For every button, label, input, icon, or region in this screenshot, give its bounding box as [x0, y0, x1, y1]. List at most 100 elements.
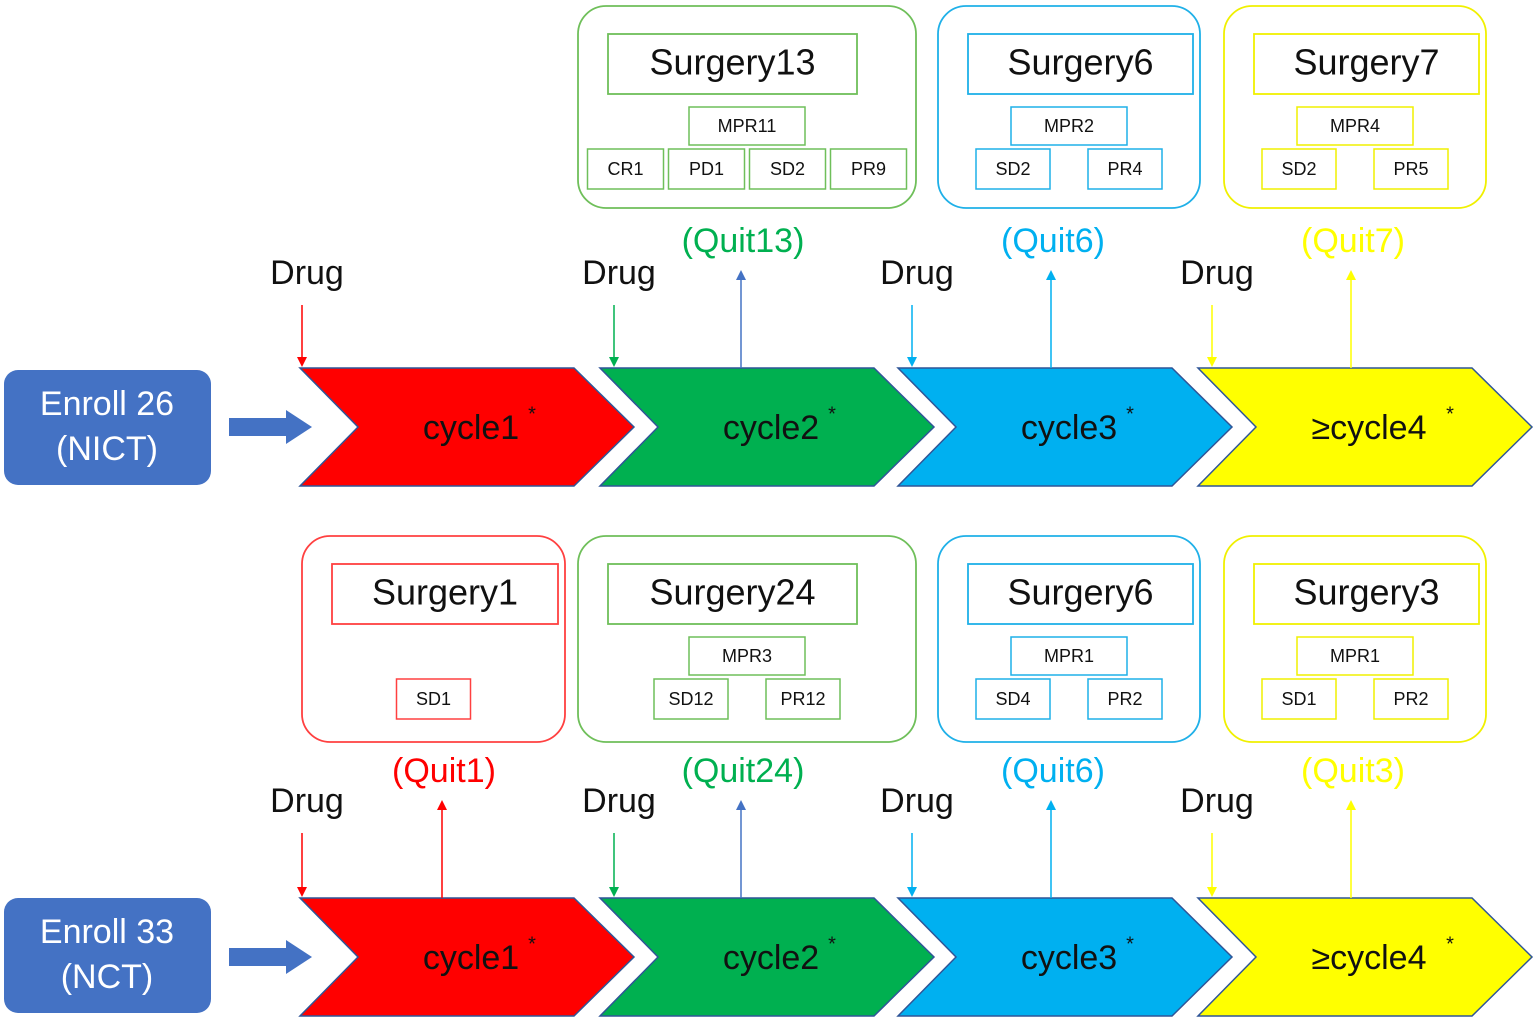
enroll-arrow-head	[286, 410, 312, 444]
drug-label: Drug	[880, 782, 954, 820]
surgery-header-box	[607, 33, 858, 95]
enroll-group-label: (NICT)	[56, 430, 158, 468]
outcome-label: CR1	[607, 159, 643, 179]
mpr-box	[1296, 636, 1414, 676]
outcome-box	[829, 148, 908, 190]
outcome-box	[975, 148, 1051, 190]
cycle-chevron-4: ≥cycle4*Drug(Quit3)	[1180, 752, 1534, 1017]
cycle-asterisk: *	[828, 933, 836, 955]
cycle-chevron-1: cycle1*Drug	[270, 254, 636, 487]
cycle-chevron-1: cycle1*Drug(Quit1)	[270, 752, 636, 1017]
cycle-asterisk: *	[1446, 403, 1454, 425]
drug-label: Drug	[582, 782, 656, 820]
outcome-box	[748, 148, 827, 190]
cycle-chevron-3: cycle3*Drug(Quit6)	[880, 222, 1234, 487]
outcome-label: PR5	[1393, 159, 1428, 179]
surgery-header-box	[1253, 33, 1480, 95]
surgery-panel-frame	[577, 535, 917, 743]
mpr-label: MPR11	[718, 116, 777, 136]
cycle-chevron-3: cycle3*Drug(Quit6)	[880, 752, 1234, 1017]
outcome-label: SD2	[995, 159, 1030, 179]
mpr-label: MPR1	[1044, 646, 1094, 666]
mpr-box	[688, 636, 806, 676]
flow-row-2: Enroll 33 (NCT) cycle1 * Drug (Quit1) cycle2 * D…	[4, 535, 1534, 1017]
quit-label: (Quit13)	[682, 222, 805, 260]
enroll-arrow-shaft	[229, 418, 289, 436]
outcome-box	[653, 678, 729, 720]
mpr-label: MPR4	[1330, 116, 1380, 136]
outcome-box	[667, 148, 746, 190]
chevron-shape	[598, 897, 936, 1017]
outcome-box	[395, 678, 472, 720]
outcome-label: SD2	[1281, 159, 1316, 179]
cycle-label: cycle1	[423, 409, 519, 447]
outcome-box	[1373, 678, 1449, 720]
enroll-count-label: Enroll 26	[40, 385, 174, 423]
mpr-label: MPR2	[1044, 116, 1094, 136]
enroll-box: Enroll 26 (NICT)	[4, 370, 211, 485]
surgery-panel-frame	[1223, 535, 1487, 743]
quit-label: (Quit6)	[1001, 752, 1105, 790]
surgery-count-label: Surgery24	[649, 572, 815, 613]
quit-label: (Quit1)	[392, 752, 496, 790]
mpr-label: MPR1	[1330, 646, 1380, 666]
mpr-box	[688, 106, 806, 146]
surgery-panel-frame	[1223, 5, 1487, 209]
enroll-box: Enroll 33 (NCT)	[4, 898, 211, 1013]
surgery-count-label: Surgery3	[1293, 572, 1439, 613]
cycle-asterisk: *	[828, 403, 836, 425]
cycle-asterisk: *	[1446, 933, 1454, 955]
surgery-panel-frame	[577, 5, 917, 209]
cycle-label: cycle3	[1021, 409, 1117, 447]
surgery-panel-frame	[937, 5, 1201, 209]
outcome-box	[1261, 678, 1337, 720]
surgery-panel-frame	[937, 535, 1201, 743]
outcome-label: PR4	[1107, 159, 1142, 179]
outcome-box	[1087, 678, 1163, 720]
surgery-header-box	[331, 563, 559, 625]
outcome-box	[1373, 148, 1449, 190]
enroll-count-label: Enroll 33	[40, 913, 174, 951]
cycle-label: ≥cycle4	[1311, 409, 1426, 447]
chevron-shape	[896, 367, 1234, 487]
cycle-label: cycle2	[723, 939, 819, 977]
outcome-box	[1261, 148, 1337, 190]
quit-label: (Quit6)	[1001, 222, 1105, 260]
mpr-box	[1010, 636, 1128, 676]
drug-label: Drug	[1180, 782, 1254, 820]
outcome-label: SD12	[668, 689, 713, 709]
surgery-count-label: Surgery6	[1007, 42, 1153, 83]
outcome-box	[765, 678, 841, 720]
surgery-count-label: Surgery7	[1293, 42, 1439, 83]
chevron-shape	[298, 897, 636, 1017]
chevron-shape	[896, 897, 1234, 1017]
cycle-chevron-4: ≥cycle4*Drug(Quit7)	[1180, 222, 1534, 487]
enroll-group-label: (NCT)	[61, 958, 154, 996]
quit-label: (Quit24)	[682, 752, 805, 790]
cycle-label: cycle1	[423, 939, 519, 977]
quit-label: (Quit7)	[1301, 222, 1405, 260]
outcome-box	[975, 678, 1051, 720]
outcome-label: SD1	[416, 689, 451, 709]
outcome-box	[1087, 148, 1163, 190]
quit-label: (Quit3)	[1301, 752, 1405, 790]
cycle-asterisk: *	[528, 933, 536, 955]
mpr-label: MPR3	[722, 646, 772, 666]
mpr-box	[1296, 106, 1414, 146]
surgery-count-label: Surgery6	[1007, 572, 1153, 613]
enroll-box-bg	[4, 370, 211, 485]
surgery-count-label: Surgery13	[649, 42, 815, 83]
drug-label: Drug	[270, 254, 344, 292]
surgery-panel-frame	[301, 535, 566, 743]
chevron-shape	[1196, 897, 1534, 1017]
enroll-arrow-shaft	[229, 948, 289, 966]
outcome-label: PR2	[1107, 689, 1142, 709]
cycle-asterisk: *	[1126, 933, 1134, 955]
chevron-shape	[298, 367, 636, 487]
